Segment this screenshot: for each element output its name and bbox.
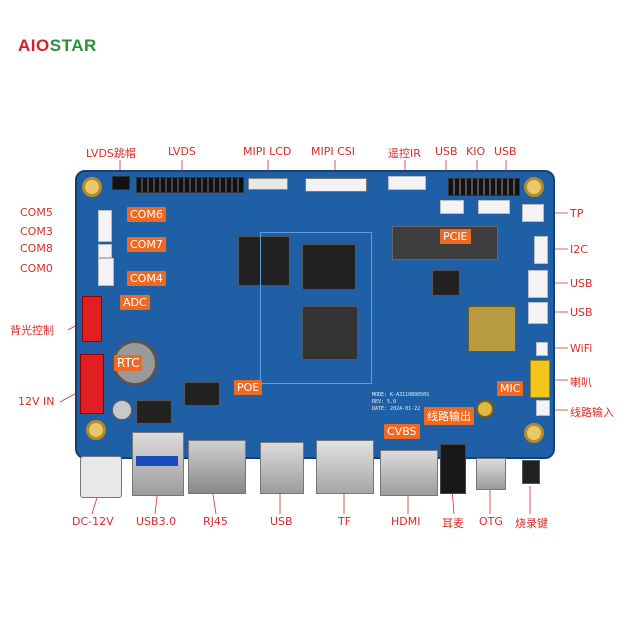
wifi-antenna <box>536 342 548 356</box>
logo-text: STAR <box>49 36 97 55</box>
label-usb-top1: USB <box>435 145 458 158</box>
hdmi-port <box>380 450 438 496</box>
main-soc <box>302 306 358 360</box>
tag-mic: MIC <box>497 381 524 396</box>
label-com3: COM3 <box>20 225 53 238</box>
usb-bottom-port <box>260 442 304 494</box>
label-wifi: WiFi <box>570 342 593 355</box>
com8-connector <box>98 244 112 258</box>
soc-shield-outline <box>260 232 372 384</box>
memory-chip-2 <box>302 244 356 290</box>
tag-poe: POE <box>234 380 263 395</box>
capacitor <box>112 400 132 420</box>
otg-port <box>476 458 506 490</box>
silk-rev: REV: 5.0 <box>372 399 397 405</box>
label-backlight: 背光控制 <box>10 324 54 337</box>
brand-logo: AIOSTAR <box>18 36 97 56</box>
aux-chip <box>432 270 460 296</box>
label-lvds: LVDS <box>168 145 196 158</box>
label-usb-top2: USB <box>494 145 517 158</box>
burn-key-button[interactable] <box>522 460 540 484</box>
backlight-connector <box>82 296 102 342</box>
rj45-port <box>188 440 246 494</box>
mipi-lcd-connector <box>248 178 288 190</box>
label-power-in: 12V IN <box>18 395 55 408</box>
tag-rtc: RTC <box>114 355 143 371</box>
label-mipi-csi: MIPI CSI <box>311 145 356 158</box>
mount-hole-br <box>524 423 544 443</box>
kio-header <box>448 178 520 196</box>
label-dc: DC-12V <box>72 515 114 528</box>
mount-hole-tl <box>82 177 102 197</box>
silk-model: MODE: K-A3110B9050S <box>372 392 430 398</box>
label-otg: OTG <box>479 515 503 528</box>
label-tp: TP <box>570 207 584 220</box>
memory-chip-1 <box>238 236 290 286</box>
label-lvds-cap: LVDS跳帽 <box>86 147 136 160</box>
usb-right2-connector <box>528 302 548 324</box>
com0-connector <box>98 258 114 286</box>
label-com0: COM0 <box>20 262 53 275</box>
usb-top2-connector <box>478 200 510 214</box>
usb-right1-connector <box>528 270 548 298</box>
i2c-connector <box>534 236 548 264</box>
logo-mark: AIO <box>18 36 50 55</box>
wifi-module <box>468 306 516 352</box>
tag-line-out: 线路输出 <box>424 407 474 425</box>
com5-com3-connector <box>98 210 112 242</box>
label-kio: KIO <box>466 145 486 158</box>
label-usb-bottom: USB <box>270 515 293 528</box>
label-tf: TF <box>338 515 352 528</box>
label-com5: COM5 <box>20 206 53 219</box>
label-hdmi: HDMI <box>391 515 421 528</box>
label-usb-right1: USB <box>570 277 593 290</box>
ir-connector <box>388 176 426 190</box>
tf-slot <box>316 440 374 494</box>
label-ir: 遥控IR <box>388 147 421 160</box>
mic-jack <box>476 400 494 418</box>
label-usb30: USB3.0 <box>136 515 177 528</box>
tag-com4: COM4 <box>127 271 166 286</box>
usb-top1-connector <box>440 200 464 214</box>
label-i2c: I2C <box>570 243 588 256</box>
silk-date: DATE: 2024-01-22 <box>372 406 421 412</box>
eth-chip-1 <box>184 382 220 406</box>
label-earphone: 耳麦 <box>442 517 464 530</box>
speaker-connector <box>530 360 550 398</box>
tag-com7: COM7 <box>127 237 166 252</box>
label-burn-key: 烧录键 <box>515 517 548 530</box>
line-in-connector <box>536 400 550 416</box>
earphone-jack <box>440 444 466 494</box>
usb30-tongue <box>136 456 178 466</box>
label-usb-right2: USB <box>570 306 593 319</box>
mount-hole-bl <box>86 420 106 440</box>
power-in-connector <box>80 354 104 414</box>
label-rj45: RJ45 <box>203 515 228 528</box>
lvds-connector <box>136 177 244 193</box>
label-mipi-lcd: MIPI LCD <box>243 145 292 158</box>
tag-pcie: PCIE <box>440 229 471 244</box>
tp-connector <box>522 204 544 222</box>
tag-cvbs: CVBS <box>384 424 420 439</box>
label-speaker: 喇叭 <box>570 376 592 389</box>
label-line-in: 线路输入 <box>570 406 614 419</box>
mipi-csi-connector <box>305 178 367 192</box>
label-com8: COM8 <box>20 242 53 255</box>
tag-com6: COM6 <box>127 207 166 222</box>
lvds-jumper <box>112 176 130 190</box>
eth-chip-2 <box>136 400 172 424</box>
tag-adc: ADC <box>120 295 150 310</box>
mount-hole-tr <box>524 177 544 197</box>
dc-jack <box>80 456 122 498</box>
